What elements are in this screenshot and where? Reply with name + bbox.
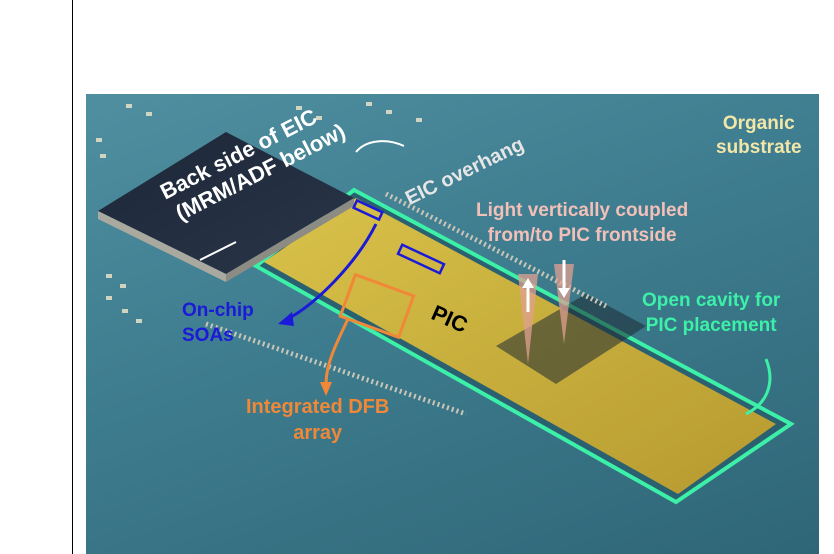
light-line-2: from/to PIC frontside <box>487 225 677 246</box>
soas-line-2: SOAs <box>182 325 234 346</box>
cavity-line-1: Open cavity for <box>642 290 781 311</box>
chip-illustration <box>96 102 795 505</box>
light-coupled-label: Light vertically coupled from/to PIC fro… <box>476 198 688 248</box>
left-divider-line <box>72 0 73 554</box>
cavity-line-2: PIC placement <box>645 315 777 336</box>
eic-die <box>98 132 354 274</box>
dfb-line-2: array <box>293 422 343 444</box>
organic-line-2: substrate <box>716 137 802 158</box>
light-line-1: Light vertically coupled <box>476 200 689 221</box>
on-chip-soas-label: On-chip SOAs <box>182 298 254 348</box>
integrated-dfb-label: Integrated DFB array <box>246 394 389 446</box>
light-cone-left <box>518 274 538 364</box>
substrate-pads <box>96 102 422 323</box>
dfb-line-1: Integrated DFB <box>246 396 390 418</box>
organic-substrate-label: Organic substrate <box>716 112 802 160</box>
light-cone-right <box>554 264 574 344</box>
organic-line-1: Organic <box>722 113 795 134</box>
soas-line-1: On-chip <box>182 300 254 321</box>
chip-photo: Back side of EIC (MRM/ADF below) EIC ove… <box>86 94 819 554</box>
open-cavity-label: Open cavity for PIC placement <box>642 288 780 338</box>
